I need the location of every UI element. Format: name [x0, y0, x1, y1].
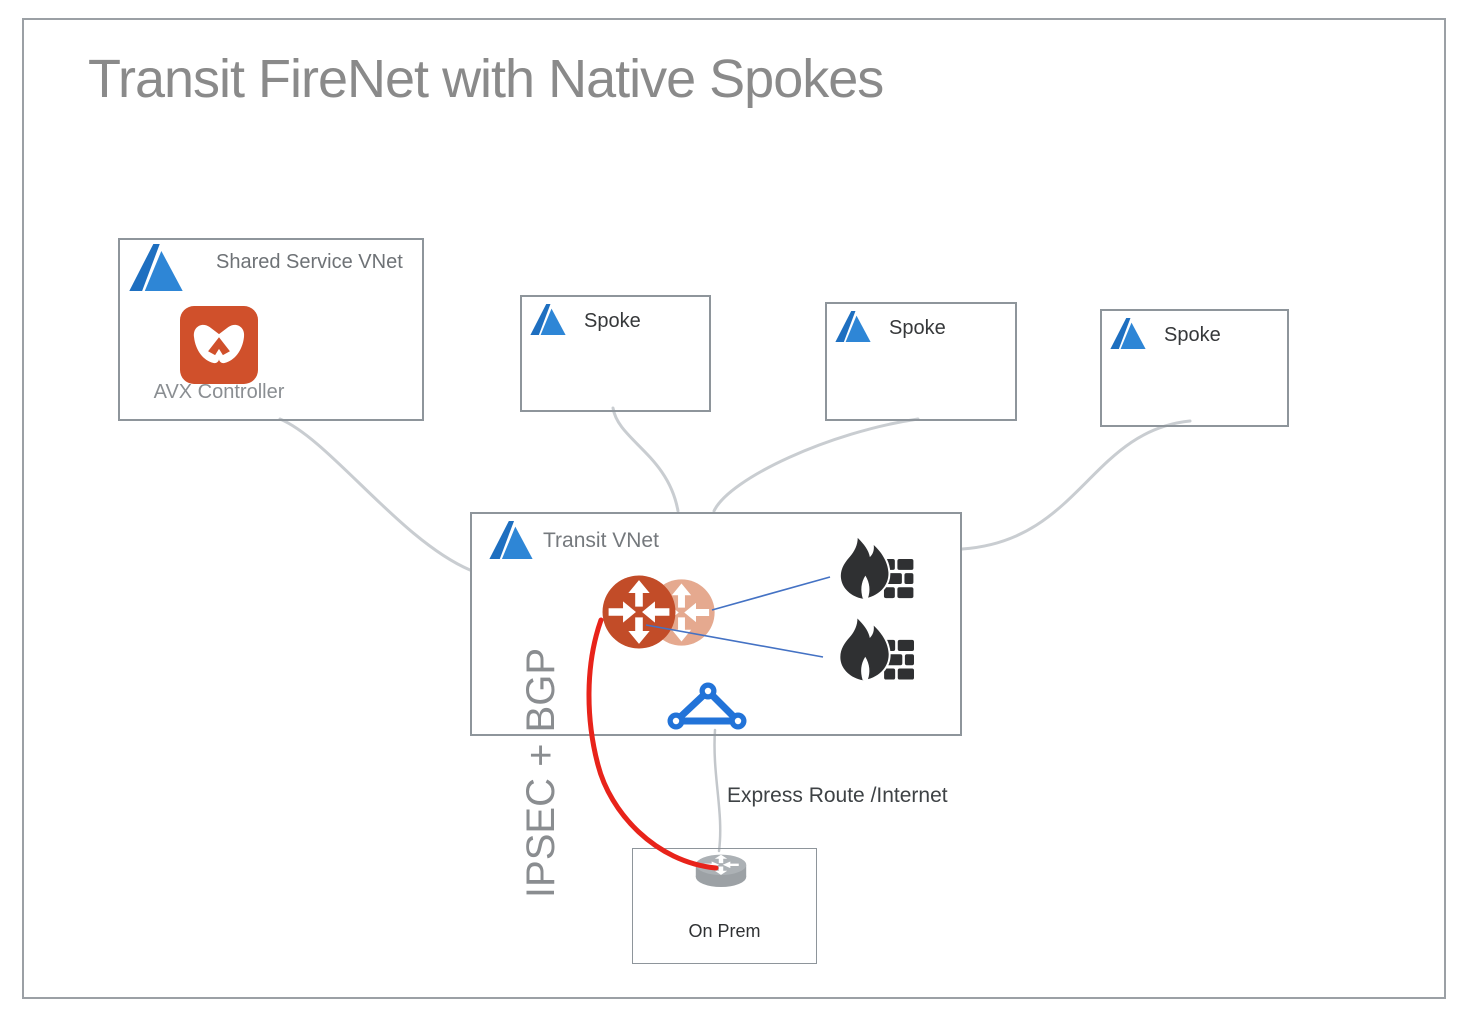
avx-controller-icon — [180, 306, 258, 384]
azure-logo-icon — [489, 521, 533, 559]
spoke-vnet-label-3: Spoke — [1164, 324, 1221, 346]
spoke-vnet-box-1: Spoke — [520, 295, 711, 412]
azure-logo-icon — [835, 311, 871, 342]
transit-vnet-label: Transit VNet — [543, 529, 659, 552]
ipsec-bgp-label: IPSEC + BGP — [518, 647, 563, 899]
shared-service-vnet-label: Shared Service VNet — [216, 251, 403, 273]
onprem-router-icon — [695, 854, 747, 887]
azure-logo-icon — [129, 244, 183, 291]
firewall-icon — [838, 536, 914, 600]
azure-logo-icon — [530, 304, 566, 335]
vnet-peering-icon — [667, 682, 747, 730]
page-title: Transit FireNet with Native Spokes — [88, 49, 884, 109]
firewall-icon — [838, 616, 914, 682]
spoke-vnet-box-2: Spoke — [825, 302, 1017, 421]
on-prem-box: On Prem — [632, 848, 817, 964]
avx-controller-label: AVX Controller — [153, 381, 285, 403]
outer-frame — [22, 18, 1446, 999]
spoke-vnet-box-3: Spoke — [1100, 309, 1289, 427]
spoke-vnet-label-1: Spoke — [584, 310, 641, 332]
azure-logo-icon — [1110, 318, 1146, 349]
aviatrix-gateway-icon — [602, 575, 676, 649]
shared-service-vnet-box: Shared Service VNet AVX Controller — [118, 238, 424, 421]
express-route-label: Express Route /Internet — [727, 784, 948, 807]
on-prem-label: On Prem — [688, 921, 761, 941]
spoke-vnet-label-2: Spoke — [889, 317, 946, 339]
